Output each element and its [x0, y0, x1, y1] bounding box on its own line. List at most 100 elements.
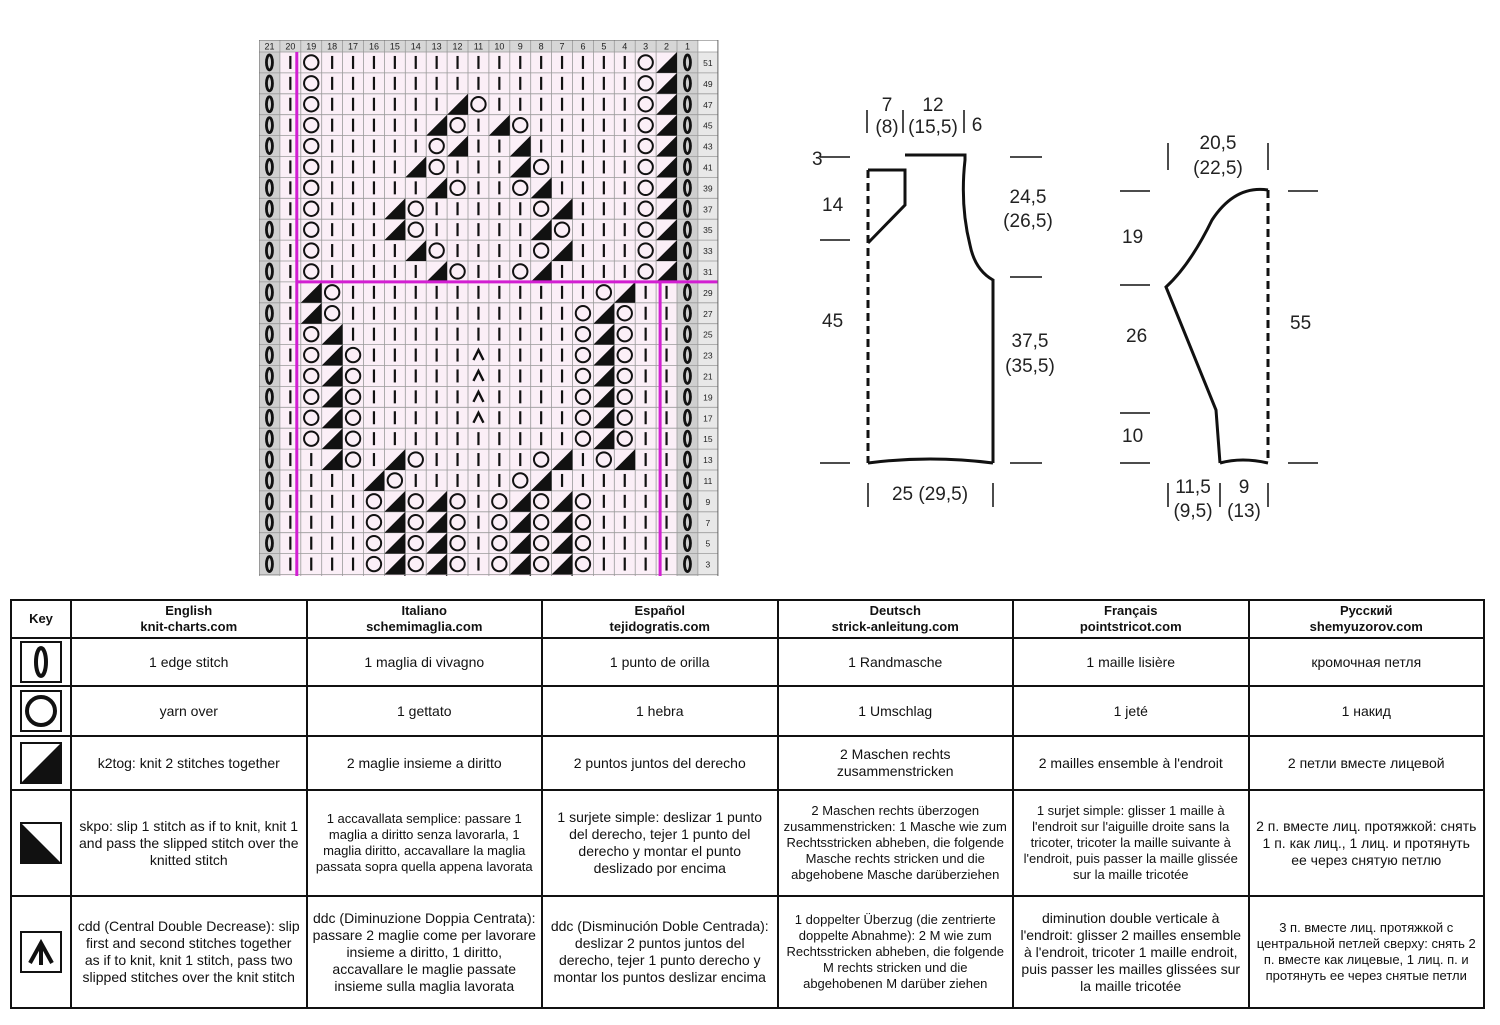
k2tog-mark — [551, 198, 573, 220]
dim-sleeve-length: 55 — [1290, 313, 1311, 334]
row-number: 23 — [703, 351, 713, 361]
row-number: 19 — [703, 392, 713, 402]
yarn-over-mark — [303, 430, 320, 447]
edge-stitch-mark — [265, 304, 274, 323]
edge-stitch-mark — [265, 346, 274, 364]
edge-stitch-mark — [683, 429, 692, 448]
k2tog-mark — [321, 386, 343, 408]
yarn-over-mark — [428, 158, 445, 176]
k2tog-mark — [384, 532, 406, 554]
k2tog-mark — [509, 156, 531, 178]
edge-stitch-mark — [683, 555, 692, 573]
row-number: 31 — [703, 267, 713, 277]
row-number: 51 — [703, 58, 713, 68]
edge-stitch-mark — [683, 283, 692, 302]
yarn-over-mark — [449, 116, 466, 134]
edge-stitch-mark — [265, 283, 274, 302]
yarn-over-mark — [574, 430, 592, 447]
k2tog-mark — [321, 323, 343, 345]
k2tog-mark — [488, 114, 510, 136]
yarn-over-mark — [407, 514, 424, 531]
yarn-over-mark — [323, 305, 341, 322]
k2tog-mark — [551, 449, 573, 470]
k2tog-mark — [405, 240, 427, 261]
yarn-over-mark — [616, 305, 633, 322]
edge-stitch-mark — [265, 53, 274, 72]
skpo-icon — [20, 822, 62, 864]
k2tog-mark — [384, 490, 406, 512]
yarn-over-mark — [449, 534, 466, 552]
k2tog-mark — [530, 470, 552, 491]
yarn-over-mark — [386, 472, 404, 489]
body-shoulder — [866, 168, 907, 245]
yarn-over-mark — [344, 409, 362, 426]
yarn-over-mark — [449, 179, 466, 197]
yarn-over-mark — [365, 555, 383, 573]
k2tog-mark — [426, 114, 448, 136]
row-number: 33 — [703, 246, 713, 256]
col-number: 3 — [643, 42, 648, 52]
sleeve-ticks — [1120, 143, 1318, 507]
k2tog-mark — [426, 490, 448, 512]
row-number: 39 — [703, 183, 713, 193]
edge-stitch-mark — [265, 408, 274, 427]
edge-stitch-mark — [265, 95, 274, 114]
key-row-cdd: cdd (Central Double Decrease): slip firs… — [10, 895, 1485, 1009]
yarn-over-mark — [512, 472, 529, 489]
key-header-label: Key — [10, 599, 72, 639]
k2tog-mark — [509, 553, 531, 575]
k2tog-mark — [656, 93, 677, 115]
cdd-mark — [472, 368, 485, 382]
yarn-over-mark — [637, 158, 654, 176]
yarn-over-mark — [574, 325, 592, 343]
yarn-over-mark — [637, 242, 654, 259]
row-number: 37 — [703, 204, 713, 214]
col-number: 4 — [622, 42, 627, 52]
edge-stitch-mark — [683, 534, 692, 553]
chart-grid: 2121202019191818171716161515141413131212… — [258, 39, 719, 608]
edge-stitch-mark — [683, 95, 692, 114]
k2tog-mark — [656, 135, 677, 157]
yarn-over-mark — [303, 242, 320, 259]
yarn-over-mark — [323, 284, 341, 301]
row-number: 43 — [703, 142, 713, 152]
col-number: 7 — [560, 42, 565, 52]
body-piece: 7(8) 12(15,5) 6 3 14 45 25 (29,5) 24,5(2… — [812, 95, 1055, 507]
edge-stitch-mark — [265, 450, 274, 469]
yarn-over-mark — [303, 325, 320, 343]
yarn-over-mark — [637, 54, 654, 71]
col-number: 8 — [539, 42, 544, 52]
yarn-over-mark — [303, 96, 320, 113]
k2tog-mark — [656, 198, 677, 220]
edge-stitch-mark — [683, 53, 692, 72]
edge-stitch-mark — [683, 116, 692, 135]
yarn-over-mark — [512, 179, 529, 197]
row-number: 21 — [703, 371, 713, 381]
yarn-over-mark — [303, 221, 320, 238]
key-row-edge-stitch: 1 edge stitch 1 maglia di vivagno 1 punt… — [10, 637, 1485, 687]
yarn-over-mark — [449, 493, 466, 510]
body-ticks — [820, 110, 1042, 507]
edge-stitch-mark — [265, 471, 274, 490]
yarn-over-mark — [532, 555, 550, 573]
dim-cuff-left: 11,5(9,5) — [1173, 477, 1212, 522]
k2tog-mark — [384, 511, 406, 533]
yarn-over-mark — [574, 388, 592, 406]
cdd-mark — [472, 410, 485, 424]
edge-stitch-icon — [20, 641, 62, 683]
edge-stitch-mark — [683, 241, 692, 260]
edge-stitch-mark — [265, 116, 274, 135]
yarn-over-mark — [491, 514, 508, 531]
col-number: 15 — [390, 42, 400, 52]
yarn-over-mark — [428, 137, 445, 155]
yarn-over-mark — [407, 493, 424, 510]
k2tog-mark — [656, 261, 677, 282]
yarn-over-mark — [303, 367, 320, 385]
yarn-over-mark — [574, 367, 592, 385]
cdd-icon — [20, 931, 62, 973]
k2tog-mark — [656, 52, 677, 73]
